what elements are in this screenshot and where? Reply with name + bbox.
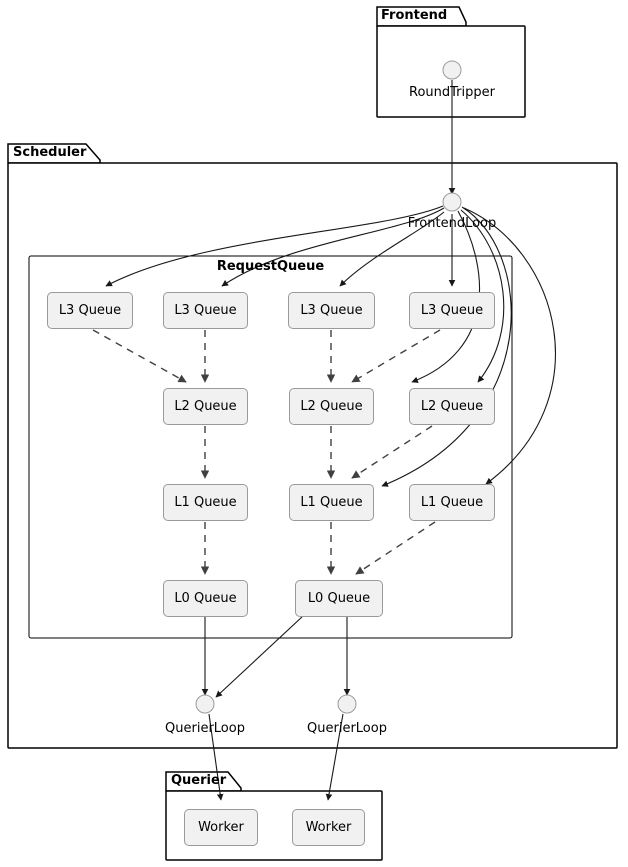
queue-box-l2-1[interactable]: L2 Queue	[163, 388, 248, 425]
worker-box-2[interactable]: Worker	[292, 809, 365, 846]
package-label-querier: Querier	[171, 773, 227, 788]
edge-l3-1-to-l2-1	[92, 329, 187, 383]
request-queue-title: RequestQueue	[216, 259, 325, 274]
interface-circle-querierloop-2[interactable]	[337, 694, 357, 714]
queue-box-l3-2[interactable]: L3 Queue	[163, 292, 248, 329]
queue-box-l0-1[interactable]: L0 Queue	[163, 580, 248, 617]
package-scheduler-tab	[7, 143, 101, 164]
interface-circle-frontendloop[interactable]	[442, 192, 462, 212]
edge-l1-3-to-l0-2	[355, 521, 436, 575]
interface-label-querierloop-1: QuerierLoop	[165, 721, 245, 736]
edge-frontendloop-to-l1-3	[463, 207, 556, 485]
package-label-frontend: Frontend	[381, 8, 448, 23]
interface-circle-roundtripper[interactable]	[442, 60, 462, 80]
edge-l2-3-to-l1-2	[351, 425, 433, 479]
edge-querierloop-1-to-worker-1	[208, 713, 224, 801]
edge-frontendloop-to-l1-2	[381, 206, 512, 487]
queue-box-l1-1[interactable]: L1 Queue	[163, 484, 248, 521]
queue-box-l0-2[interactable]: L0 Queue	[295, 580, 383, 617]
queue-box-l3-4[interactable]: L3 Queue	[409, 292, 495, 329]
edge-frontendloop-to-l2-3	[460, 209, 505, 383]
worker-box-1[interactable]: Worker	[184, 809, 258, 846]
interface-label-querierloop-2: QuerierLoop	[307, 721, 387, 736]
edge-frontendloop-to-l3-3	[339, 211, 445, 287]
interface-label-frontendloop: FrontendLoop	[407, 216, 497, 231]
queue-box-l1-3[interactable]: L1 Queue	[409, 484, 495, 521]
edge-frontendloop-to-l3-1	[105, 205, 444, 287]
queue-box-l1-2[interactable]: L1 Queue	[289, 484, 374, 521]
edge-l3-4-to-l2-2	[351, 329, 441, 383]
package-label-scheduler: Scheduler	[13, 145, 87, 160]
queue-box-l2-2[interactable]: L2 Queue	[289, 388, 374, 425]
edge-querierloop-2-to-worker-2	[325, 713, 344, 801]
queue-box-l3-1[interactable]: L3 Queue	[47, 292, 133, 329]
request-queue-container	[28, 255, 513, 639]
interface-label-roundtripper: RoundTripper	[409, 85, 495, 100]
package-querier-tab	[165, 771, 242, 792]
queue-box-l3-3[interactable]: L3 Queue	[288, 292, 375, 329]
edge-l0-2-to-querierloop-1	[215, 615, 304, 698]
queue-box-l2-3[interactable]: L2 Queue	[409, 388, 495, 425]
package-frontend-tab	[376, 6, 467, 27]
edge-frontendloop-to-l3-2	[221, 207, 445, 287]
interface-circle-querierloop-1[interactable]	[195, 694, 215, 714]
